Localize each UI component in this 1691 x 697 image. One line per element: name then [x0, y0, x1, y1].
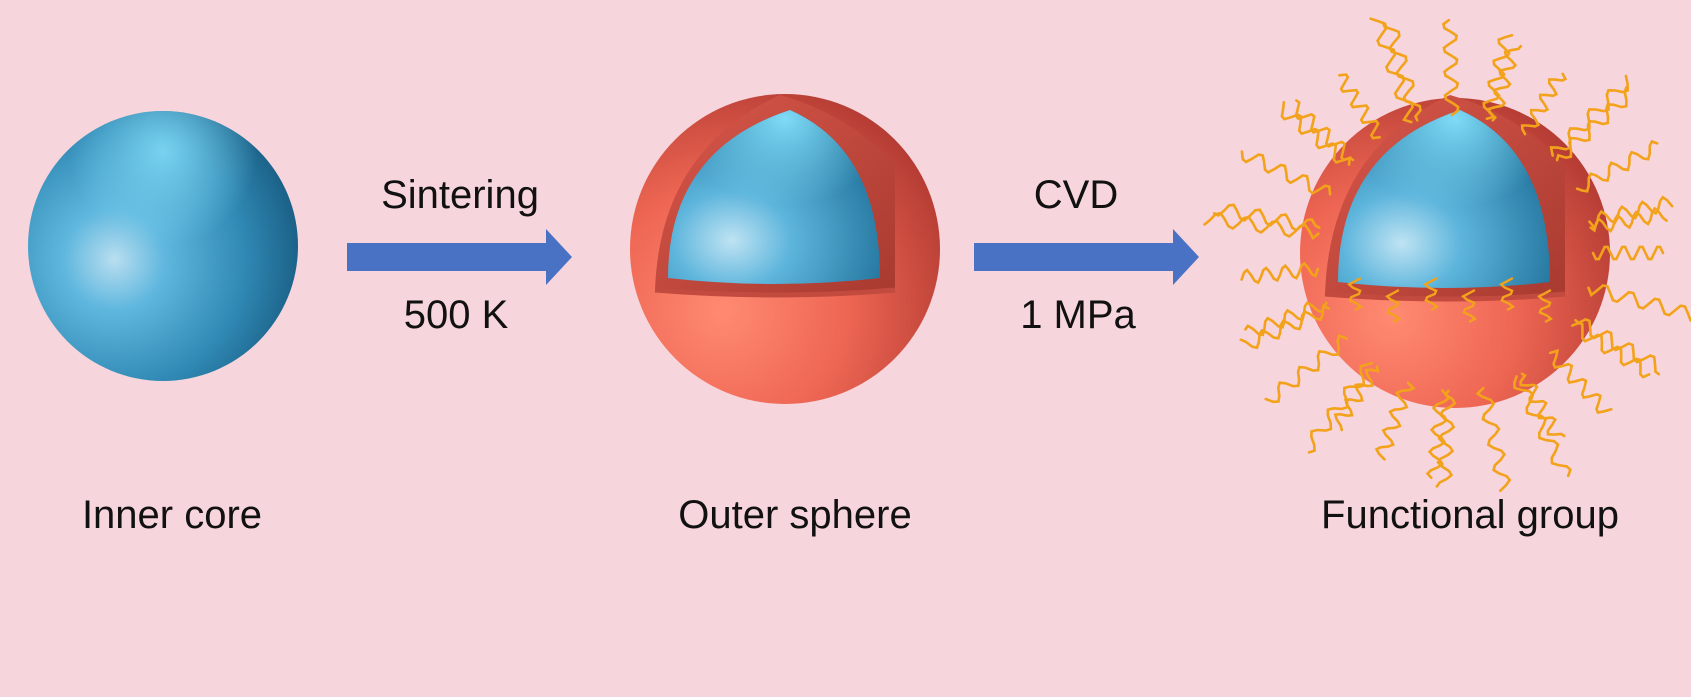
- step-temperature-label: 500 K: [403, 293, 509, 337]
- functional-chain: [1374, 381, 1416, 461]
- functional-chain: [1588, 195, 1674, 230]
- surface-coil: [1498, 276, 1516, 312]
- functional-chain: [1487, 44, 1523, 122]
- step-pressure-label: 1 MPa: [1020, 293, 1136, 337]
- functional-chain: [1575, 139, 1659, 193]
- functional-chain: [1425, 389, 1451, 480]
- step-cvd-label: CVD: [1033, 173, 1119, 217]
- functional-chain: [1587, 284, 1691, 322]
- functional-chain: [1307, 361, 1374, 454]
- functional-chains: [1203, 17, 1691, 493]
- inner-core-label: Inner core: [81, 493, 263, 537]
- functional-chain: [1555, 86, 1628, 162]
- functional-chain: [1519, 372, 1566, 438]
- functional-chain: [1333, 365, 1380, 432]
- functional-chain: [1441, 18, 1460, 117]
- functional-chain: [1571, 321, 1651, 379]
- inner-core-sphere: [28, 111, 298, 381]
- surface-coil: [1422, 276, 1440, 312]
- functional-chain: [1381, 21, 1422, 122]
- functional-chain: [1244, 301, 1328, 337]
- outer-sphere-label: Outer sphere: [678, 493, 912, 537]
- functional-group-label: Functional group: [1321, 493, 1619, 537]
- functional-chain: [1548, 348, 1613, 414]
- functional-chain: [1338, 73, 1381, 140]
- functional-chain: [1475, 386, 1512, 493]
- functional-chain: [1435, 389, 1457, 488]
- functional-chain: [1574, 317, 1661, 376]
- functional-chain: [1240, 261, 1320, 285]
- surface-coil: [1536, 288, 1554, 324]
- functional-chain: [1264, 334, 1349, 404]
- surface-coil: [1384, 288, 1402, 324]
- functional-chain: [1589, 206, 1668, 233]
- functional-chain: [1520, 72, 1568, 136]
- functional-chain: [1294, 99, 1355, 162]
- surface-coil: [1460, 288, 1478, 324]
- outer-sphere-cutaway: [630, 94, 940, 404]
- surface-coil: [1346, 276, 1364, 312]
- functional-chain: [1512, 375, 1572, 478]
- step-sintering-label: Sintering: [381, 173, 539, 217]
- functional-chain: [1240, 150, 1332, 196]
- functional-chain: [1591, 245, 1665, 261]
- functional-chain: [1212, 203, 1321, 232]
- arrow-sintering: [347, 229, 572, 285]
- functional-group-sphere: [1203, 17, 1691, 493]
- arrow-cvd: [974, 229, 1199, 285]
